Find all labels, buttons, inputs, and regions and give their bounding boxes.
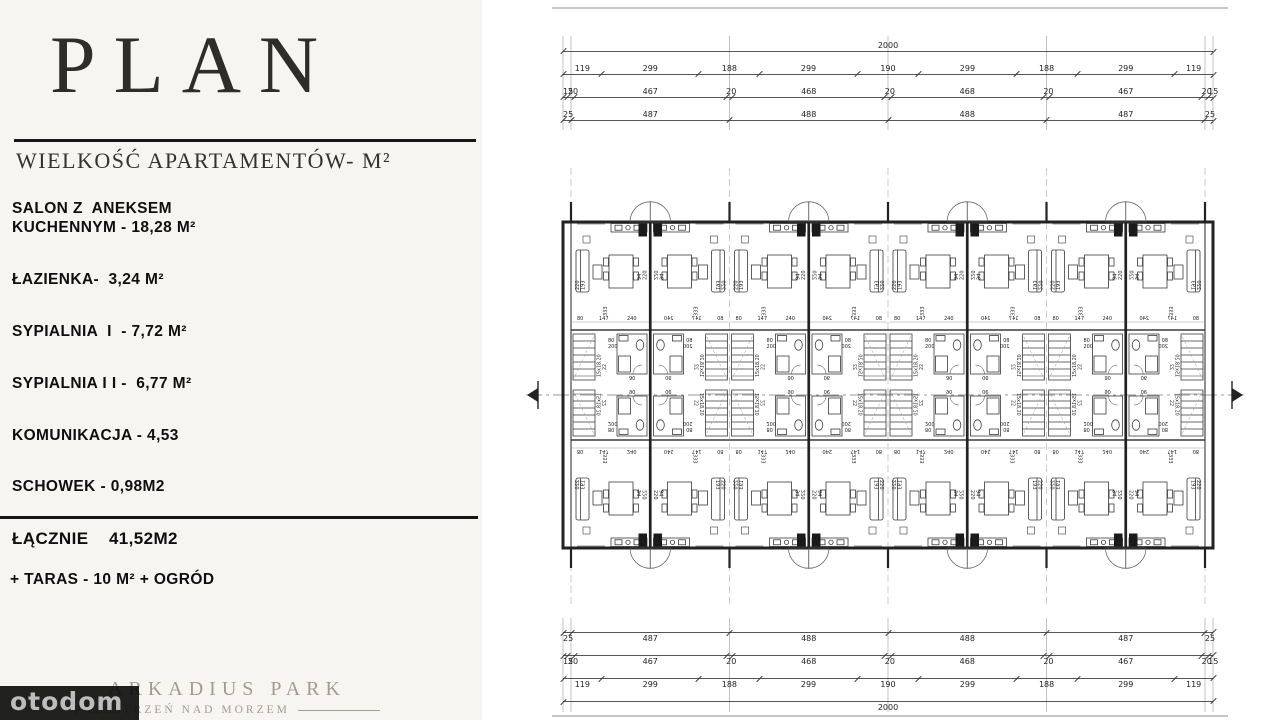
dim-value: 188 xyxy=(698,678,760,689)
dim-value: 488 xyxy=(729,110,888,121)
dim-value: 20 xyxy=(884,655,895,666)
size-item: SYPIALNIA I I - 6,77 M² xyxy=(12,374,192,392)
dim-value: 468 xyxy=(891,655,1044,666)
divider-line-total xyxy=(0,516,478,519)
dim-value: 299 xyxy=(601,678,699,689)
dim-value: 15 xyxy=(1208,655,1219,666)
dim-value: 299 xyxy=(759,678,858,689)
total-area-line: ŁĄCZNIE 41,52M2 xyxy=(12,529,178,548)
building-plan xyxy=(561,202,1215,569)
otodom-watermark: otodom xyxy=(0,686,140,720)
dim-value: 188 xyxy=(1016,64,1078,75)
dim-value: 299 xyxy=(918,678,1017,689)
dim-value: 20 xyxy=(726,655,737,666)
dim-row-total-bottom: 2000 xyxy=(563,701,1213,713)
dim-value: 487 xyxy=(1046,632,1205,643)
datum-marker-right-icon xyxy=(1231,381,1243,409)
dim-value: 119 xyxy=(563,64,602,75)
dim-value: 20 xyxy=(884,87,895,98)
dim-value: 488 xyxy=(888,632,1047,643)
apartment-bay xyxy=(730,202,889,569)
dim-value: 299 xyxy=(1077,64,1175,75)
dim-value: 468 xyxy=(732,655,885,666)
dim-value: 119 xyxy=(563,678,602,689)
dim-value: 20 xyxy=(1201,655,1212,666)
dim-value: 188 xyxy=(1016,678,1078,689)
dim-value: 25 xyxy=(563,110,574,121)
dim-value: 487 xyxy=(571,632,730,643)
dim-value: 20 xyxy=(567,87,579,98)
apartment-size-list: SALON Z ANEKSEM KUCHENNYM - 18,28 M² ŁAZI… xyxy=(12,200,472,530)
apartment-bay xyxy=(888,202,1047,569)
panel-subtitle: WIELKOŚĆ APARTAMENTÓW- M² xyxy=(16,148,392,173)
dim-value: 25 xyxy=(563,632,574,643)
dim-value: 299 xyxy=(918,64,1017,75)
apartment-bay xyxy=(571,202,730,569)
apartment-bay xyxy=(1047,202,1206,569)
tagline-rule xyxy=(297,709,380,711)
dim-value: 467 xyxy=(1049,87,1202,98)
size-item: SALON Z ANEKSEM KUCHENNYM - 18,28 M² xyxy=(12,200,196,236)
dim-value: 299 xyxy=(759,64,858,75)
brand-name: ARKADIUS PARK xyxy=(108,678,346,700)
page-title: PLAN xyxy=(50,19,337,110)
dim-total-value: 2000 xyxy=(563,701,1213,712)
dim-value: 467 xyxy=(574,655,727,666)
dim-value: 299 xyxy=(1077,678,1175,689)
info-panel: PLAN WIELKOŚĆ APARTAMENTÓW- M² SALON Z A… xyxy=(0,0,482,720)
dim-value: 20 xyxy=(567,655,579,666)
dim-value: 119 xyxy=(1174,678,1213,689)
dim-value: 190 xyxy=(857,64,919,75)
size-item: SYPIALNIA I - 7,72 M² xyxy=(12,322,187,340)
divider-line-top xyxy=(14,139,476,142)
size-item: ŁAZIENKA- 3,24 M² xyxy=(12,270,164,288)
terrace-garden-line: + TARAS - 10 M² + OGRÓD xyxy=(10,571,215,588)
dim-value: 188 xyxy=(698,64,760,75)
dim-value: 487 xyxy=(571,110,730,121)
terrace-wall-stubs xyxy=(569,202,1207,568)
dim-value: 15 xyxy=(1208,87,1219,98)
dim-value: 25 xyxy=(1204,110,1216,121)
dim-total-value: 2000 xyxy=(563,41,1213,52)
dim-value: 467 xyxy=(574,87,727,98)
floor-plan-drawing: 80 147 240 220 xyxy=(526,7,1244,717)
dim-value: 487 xyxy=(1046,110,1205,121)
dim-value: 488 xyxy=(888,110,1047,121)
dim-value: 20 xyxy=(1201,87,1212,98)
dim-value: 190 xyxy=(857,678,919,689)
dim-value: 488 xyxy=(729,632,888,643)
dim-value: 468 xyxy=(891,87,1044,98)
datum-marker-left-icon xyxy=(527,381,539,409)
dim-value: 299 xyxy=(601,64,699,75)
dim-value: 25 xyxy=(1204,632,1216,643)
size-item: KOMUNIKACJA - 4,53 xyxy=(12,426,179,444)
size-item: SCHOWEK - 0,98M2 xyxy=(12,478,165,496)
dim-value: 20 xyxy=(1043,655,1054,666)
axis-grid-lines xyxy=(570,168,1206,604)
dim-value: 468 xyxy=(732,87,885,98)
dim-value: 467 xyxy=(1049,655,1202,666)
dim-row-total-top: 2000 xyxy=(563,40,1213,52)
dim-value: 119 xyxy=(1174,64,1213,75)
